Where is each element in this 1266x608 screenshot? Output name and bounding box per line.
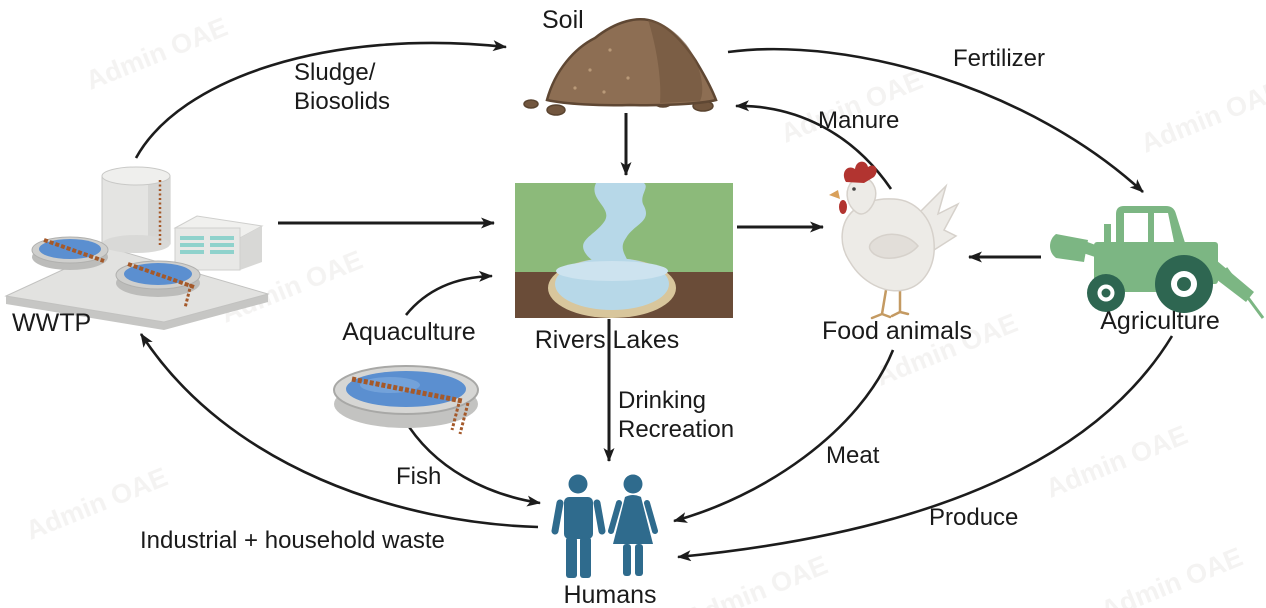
soil-speckle xyxy=(573,86,577,90)
soil-clod xyxy=(546,104,566,116)
female-leg xyxy=(635,544,643,576)
watermark: Admin OAE xyxy=(681,550,831,608)
rivers-lakes-label: Rivers Lakes xyxy=(535,326,680,354)
male-head xyxy=(568,474,588,494)
wwtp-icon xyxy=(4,166,270,330)
aquaculture-label: Aquaculture xyxy=(342,318,475,346)
arrow-soil-to-agriculture xyxy=(727,47,1144,193)
manure-label: Manure xyxy=(818,107,899,134)
watermark: Admin OAE xyxy=(81,12,231,96)
drinking-recreation-label-line1: Drinking xyxy=(618,387,706,414)
food-animals-label: Food animals xyxy=(822,317,972,345)
meat-label: Meat xyxy=(826,442,880,469)
soil-icon xyxy=(523,18,718,116)
sludge-biosolids-label-line2: Biosolids xyxy=(294,88,390,115)
labels-layer: Soil WWTP Rivers Lakes Food animals Agri… xyxy=(12,6,1220,608)
arrows-layer xyxy=(134,40,1174,562)
chicken-eye xyxy=(852,187,856,191)
chicken-beak xyxy=(829,190,840,199)
watermark: Admin OAE xyxy=(1136,75,1266,159)
chicken-comb xyxy=(839,161,877,214)
produce-label: Produce xyxy=(929,504,1018,531)
tractor-window xyxy=(1154,213,1174,242)
wwtp-label: WWTP xyxy=(12,309,91,337)
female-arms xyxy=(608,500,658,534)
female-leg xyxy=(623,544,631,576)
tractor-icon xyxy=(1050,206,1265,319)
arrow-wwtp-to-soil xyxy=(134,40,507,159)
male-arms xyxy=(551,499,606,535)
fertilizer-label: Fertilizer xyxy=(953,45,1045,72)
humans-icon xyxy=(551,474,658,578)
aquaculture-tank-icon xyxy=(333,365,479,435)
fish-label: Fish xyxy=(396,463,441,490)
wwtp-walkways xyxy=(43,180,195,309)
soil-mound-shade xyxy=(648,20,703,103)
soil-clod xyxy=(523,99,539,109)
tractor-window xyxy=(1124,213,1148,242)
soil-speckle xyxy=(602,90,606,94)
female-head xyxy=(623,474,643,494)
male-torso xyxy=(564,497,593,539)
male-leg xyxy=(566,537,577,578)
sludge-biosolids-label-line1: Sludge/ xyxy=(294,59,376,86)
drinking-recreation-label-line2: Recreation xyxy=(618,416,734,443)
wwtp-building-side xyxy=(240,226,262,270)
humans-label: Humans xyxy=(563,581,656,608)
wwtp-tank-shade xyxy=(148,176,170,244)
chicken-icon xyxy=(829,161,960,320)
tractor-wheels-hub xyxy=(1101,277,1191,298)
agriculture-label: Agriculture xyxy=(1100,307,1220,335)
female-dress xyxy=(613,495,653,544)
male-leg xyxy=(580,537,591,578)
wwtp-building-front xyxy=(174,227,241,271)
arrow-humans-to-wwtp xyxy=(139,333,539,529)
aqua-walkway xyxy=(351,376,470,435)
chicken-wing xyxy=(868,233,919,259)
chicken-head xyxy=(846,177,877,215)
soil-speckle xyxy=(626,76,630,80)
arrow-foodanimals-to-humans xyxy=(673,349,895,523)
wwtp-tank-top xyxy=(101,166,171,186)
watermark: Admin OAE xyxy=(1041,420,1191,504)
soil-speckle xyxy=(608,48,612,52)
soil-label: Soil xyxy=(542,6,584,34)
watermark: Admin OAE xyxy=(1096,542,1246,608)
tractor-implement-blade xyxy=(1224,267,1265,319)
arrow-aquaculture-to-humans xyxy=(402,418,541,507)
rivers-lakes-icon xyxy=(515,183,733,318)
industrial-household-waste-label: Industrial + household waste xyxy=(140,527,445,554)
lake-shallow xyxy=(556,261,668,281)
arrow-aquaculture-to-rivers xyxy=(404,270,493,316)
chicken-legs xyxy=(870,286,910,320)
wwtp-platform-side xyxy=(6,294,268,330)
wwtp-tank-bottom xyxy=(102,235,170,253)
soil-speckle xyxy=(588,68,592,72)
arrow-agriculture-to-humans xyxy=(677,335,1174,562)
tractor-body xyxy=(1050,206,1254,302)
chicken-body xyxy=(841,177,960,292)
wwtp-windows xyxy=(180,236,234,254)
